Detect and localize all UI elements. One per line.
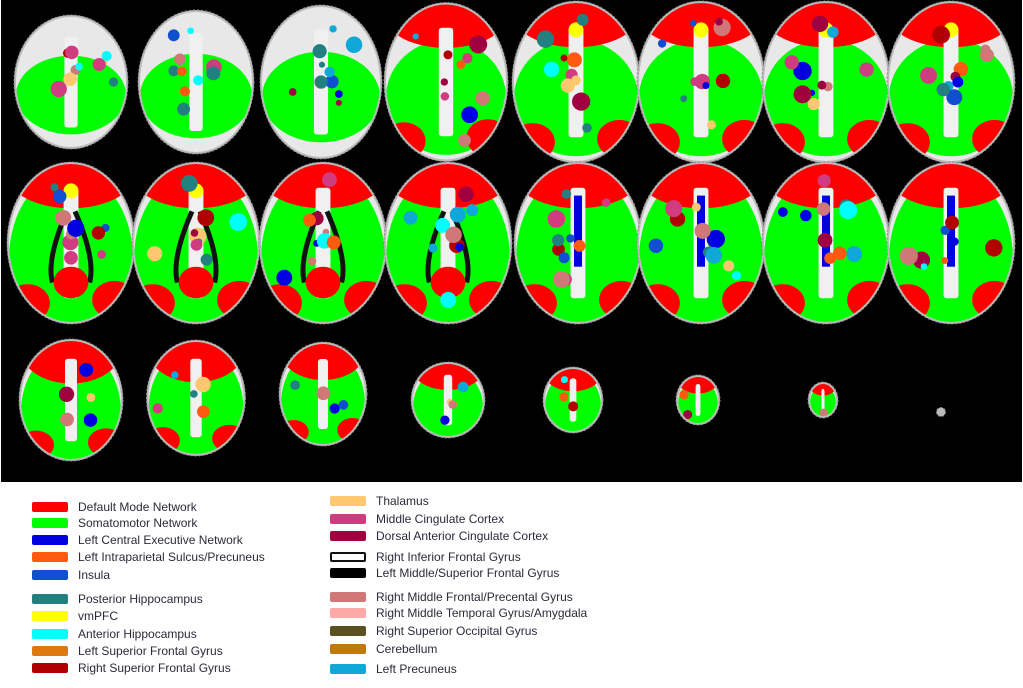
- brain-slice: [886, 161, 1016, 325]
- legend-item: Default Mode Network: [32, 499, 197, 514]
- legend-swatch: [330, 530, 366, 541]
- brain-slice: [259, 4, 383, 160]
- legend-swatch: [330, 625, 366, 636]
- legend-item: Left Precuneus: [330, 661, 457, 676]
- legend-swatch: [32, 517, 68, 528]
- brain-slices-panel: [1, 0, 1022, 482]
- brain-slice: [383, 2, 509, 162]
- brain-slice: [513, 161, 643, 325]
- brain-slice: [636, 0, 766, 164]
- legend-label: Default Mode Network: [78, 499, 197, 514]
- brain-slice: [410, 361, 486, 439]
- legend-label: Somatomotor Network: [78, 515, 198, 530]
- legend-swatch: [32, 501, 68, 512]
- brain-slice: [146, 339, 246, 457]
- legend-item: Anterior Hippocampus: [32, 626, 197, 641]
- legend-label: Right Middle Temporal Gyrus/Amygdala: [376, 605, 588, 620]
- legend-swatch: [32, 551, 68, 562]
- legend-swatch: [330, 591, 366, 602]
- brain-slice: [18, 338, 124, 462]
- legend-swatch: [32, 610, 68, 621]
- brain-slice: [6, 161, 136, 325]
- brain-slice: [511, 0, 641, 164]
- legend-label: vmPFC: [78, 608, 118, 623]
- brain-slice: [137, 9, 255, 155]
- legend-item: Left Central Executive Network: [32, 532, 243, 547]
- legend-swatch: [330, 643, 366, 654]
- legend-label: Insula: [78, 567, 111, 582]
- legend-swatch: [32, 593, 68, 604]
- legend-label: Cerebellum: [376, 641, 438, 656]
- legend-label: Middle Cingulate Cortex: [376, 511, 505, 526]
- legend-swatch: [330, 607, 366, 618]
- legend-item: Posterior Hippocampus: [32, 591, 203, 606]
- legend-swatch: [32, 569, 68, 580]
- brain-slice: [131, 161, 261, 325]
- legend-item: Left Middle/Superior Frontal Gyrus: [330, 565, 559, 580]
- legend-swatch: [330, 567, 366, 578]
- legend-label: Dorsal Anterior Cingulate Cortex: [376, 528, 549, 543]
- legend-label: Left Precuneus: [376, 661, 457, 676]
- legend-swatch: [32, 662, 68, 673]
- legend-swatch: [32, 628, 68, 639]
- legend-item: Right Inferior Frontal Gyrus: [330, 549, 521, 564]
- legend-item: Right Middle Frontal/Precental Gyrus: [330, 589, 573, 604]
- brain-slice: [886, 0, 1016, 164]
- brain-slice: [761, 0, 891, 164]
- legend-label: Thalamus: [376, 493, 429, 508]
- brain-slice: [258, 161, 388, 325]
- legend-label: Posterior Hippocampus: [78, 591, 203, 606]
- legend-swatch: [330, 513, 366, 524]
- legend-item: vmPFC: [32, 608, 118, 623]
- brain-slice: [383, 161, 513, 325]
- legend-label: Right Superior Frontal Gyrus: [78, 660, 231, 675]
- brain-slices-image: [6, 0, 1016, 462]
- legend-swatch: [32, 645, 68, 656]
- legend-item: Cerebellum: [330, 641, 437, 656]
- legend-item: Right Middle Temporal Gyrus/Amygdala: [330, 605, 587, 620]
- legend-label: Anterior Hippocampus: [78, 626, 197, 641]
- brain-slice: [936, 407, 946, 417]
- legend-item: Left Intraparietal Sulcus/Precuneus: [32, 549, 265, 564]
- legend-item: Somatomotor Network: [32, 515, 197, 530]
- legend-label: Left Superior Frontal Gyrus: [78, 643, 223, 658]
- legend-item: Left Superior Frontal Gyrus: [32, 643, 223, 658]
- legend-item: Right Superior Occipital Gyrus: [330, 623, 537, 638]
- legend-item: Dorsal Anterior Cingulate Cortex: [330, 528, 548, 543]
- brain-slice: [761, 161, 891, 325]
- brain-slice: [807, 381, 839, 419]
- legend-item: Middle Cingulate Cortex: [330, 511, 504, 526]
- legend-label: Right Middle Frontal/Precental Gyrus: [376, 589, 573, 604]
- legend-swatch: [330, 551, 366, 562]
- legend-label: Left Central Executive Network: [78, 532, 243, 547]
- brain-slice: [278, 341, 368, 447]
- legend-item: Thalamus: [330, 493, 429, 508]
- brain-slice: [13, 14, 129, 150]
- brain-slice: [675, 374, 721, 426]
- legend-swatch: [32, 534, 68, 545]
- brain-slice: [636, 161, 766, 325]
- legend-swatch: [330, 663, 366, 674]
- legend-item: Right Superior Frontal Gyrus: [32, 660, 231, 675]
- legend-label: Right Superior Occipital Gyrus: [376, 623, 538, 638]
- brain-slice: [542, 366, 604, 434]
- legend-label: Left Intraparietal Sulcus/Precuneus: [78, 549, 265, 564]
- legend-swatch: [330, 495, 366, 506]
- legend-label: Left Middle/Superior Frontal Gyrus: [376, 565, 560, 580]
- legend-item: Insula: [32, 567, 110, 582]
- legend-label: Right Inferior Frontal Gyrus: [376, 549, 521, 564]
